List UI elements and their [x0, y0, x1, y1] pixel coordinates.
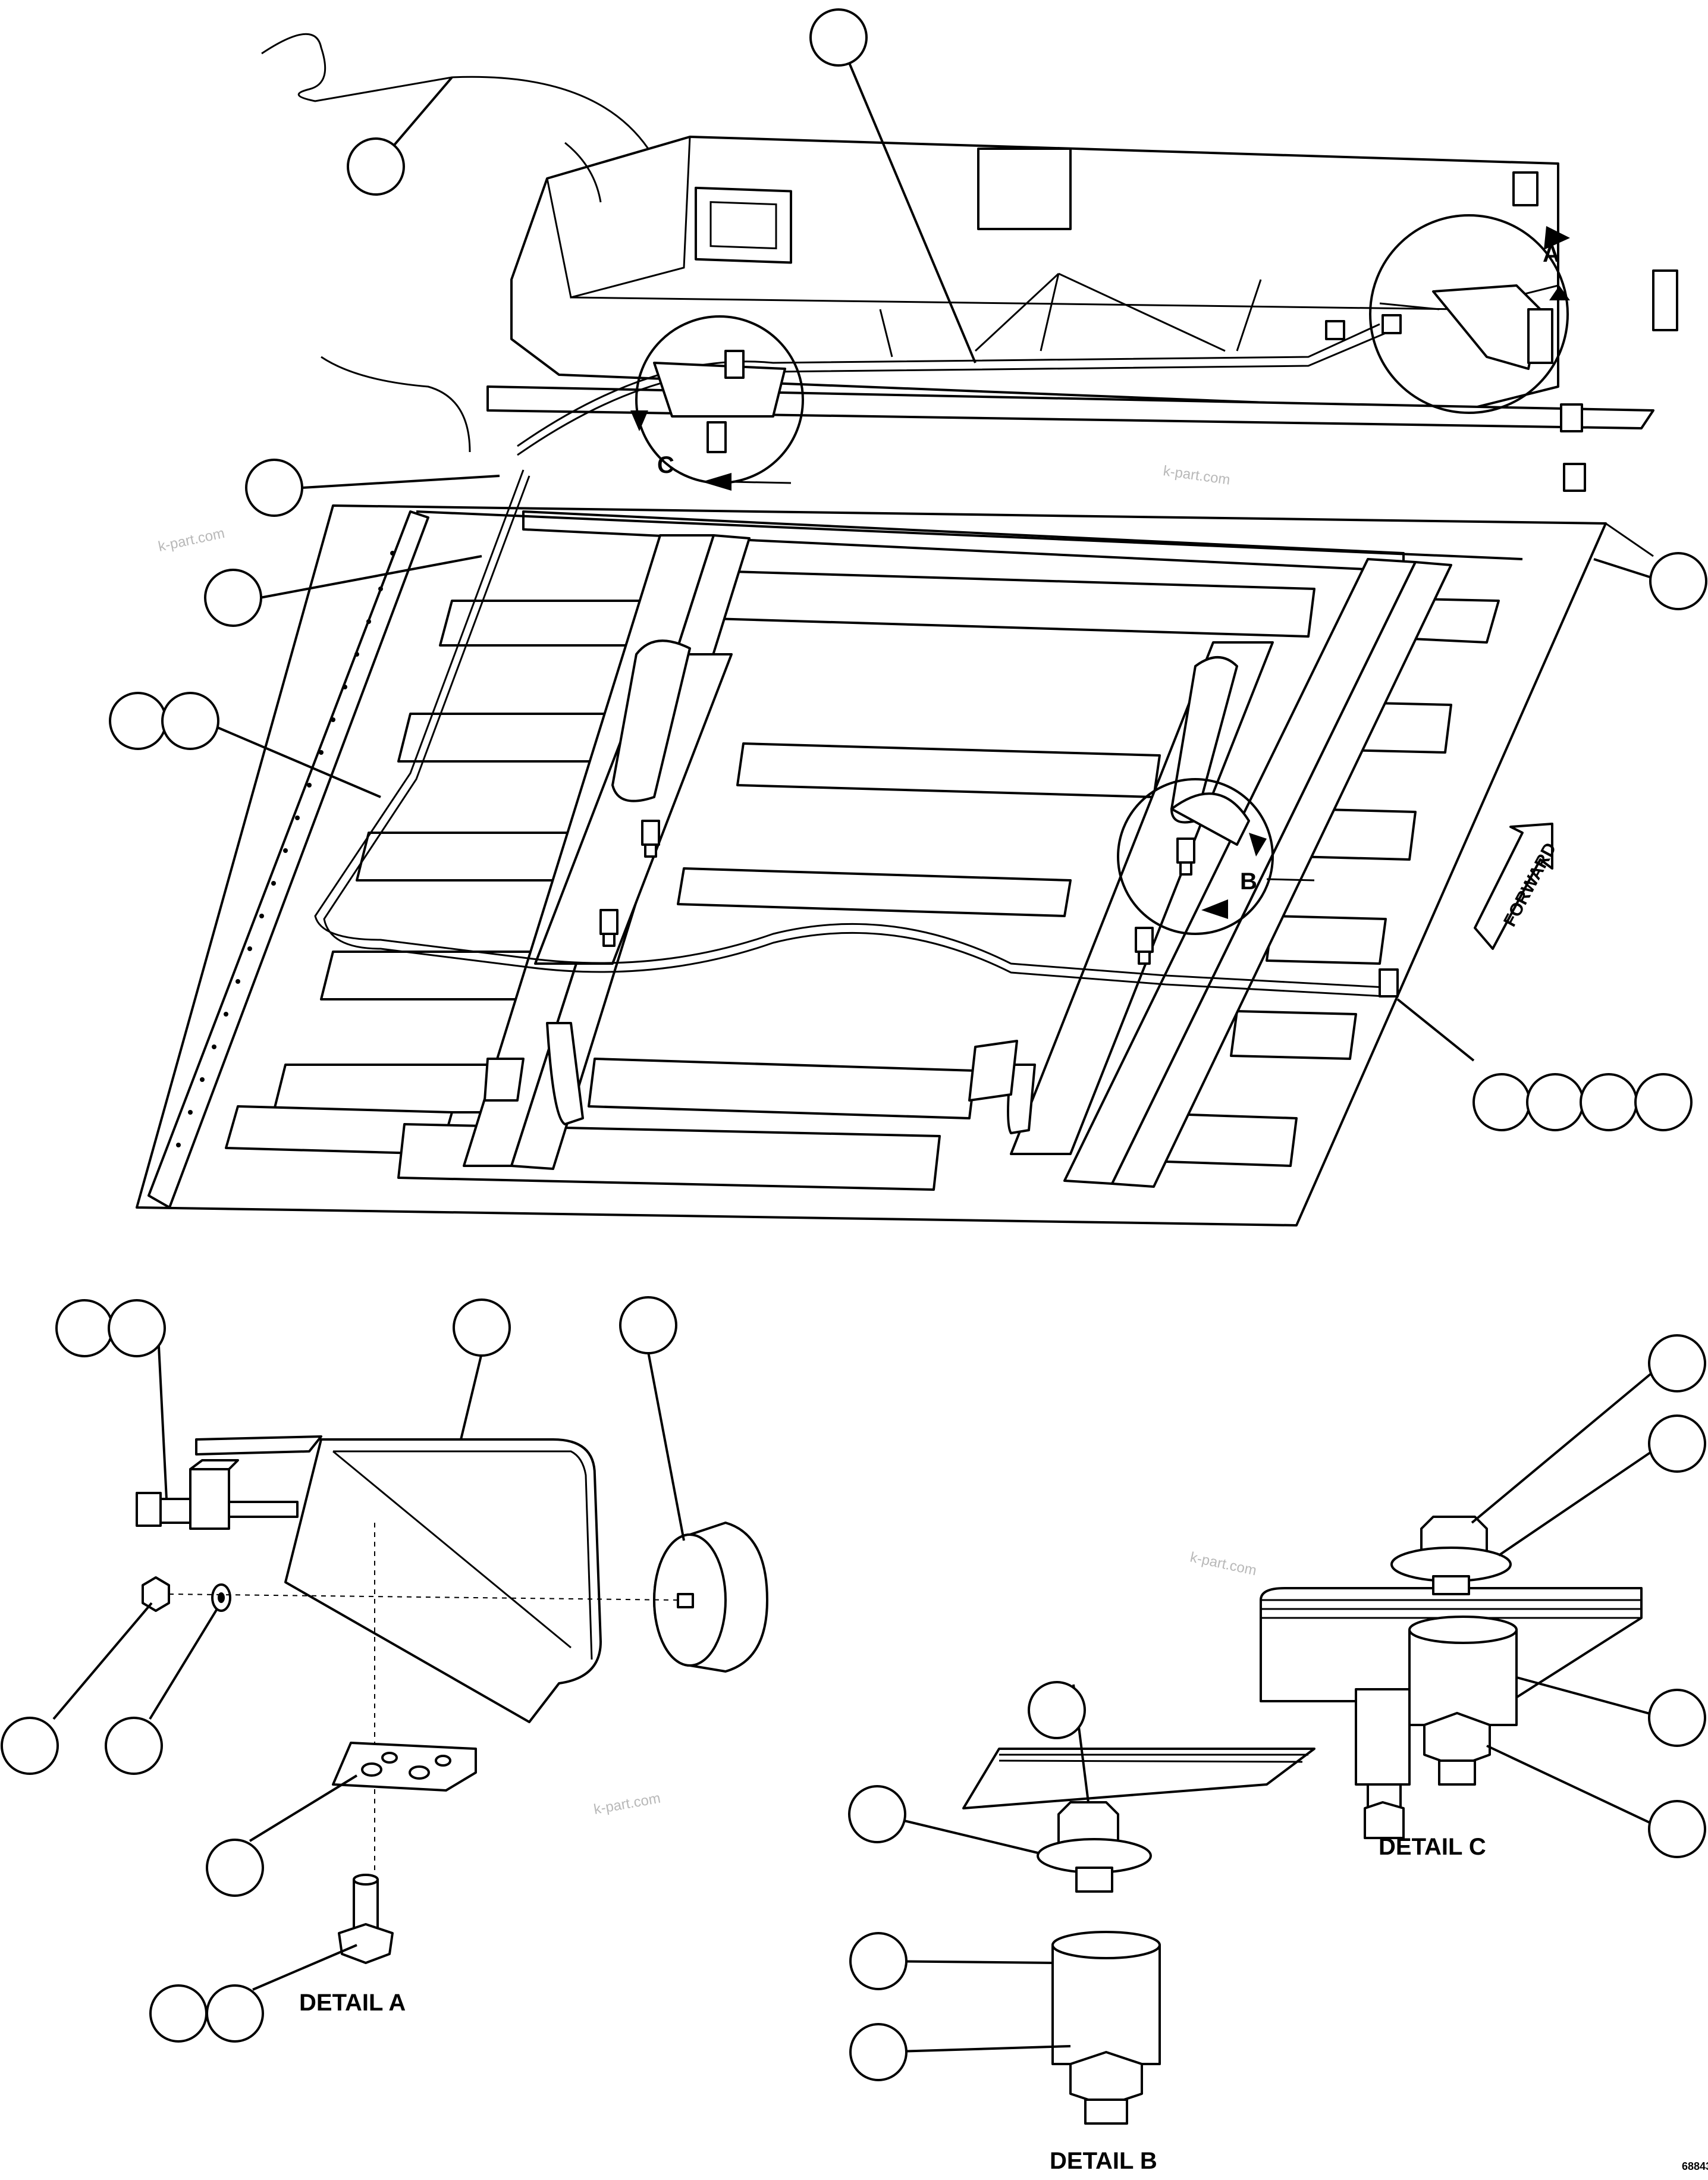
callout-balloon	[849, 1932, 908, 1990]
callout-balloon	[1648, 1414, 1706, 1473]
callout-balloon	[1028, 1681, 1086, 1739]
detail-c: DETAIL C	[1260, 1516, 1643, 1860]
callout-balloon	[453, 1298, 511, 1357]
callout-balloon	[1580, 1073, 1638, 1131]
callout-balloon	[849, 2023, 908, 2081]
callout-balloon	[204, 569, 262, 627]
detail-ring-b: B	[1117, 778, 1315, 935]
callout-balloon	[1649, 552, 1707, 610]
callouts	[1, 8, 1707, 2081]
figure-id: 68843	[1682, 2160, 1708, 2172]
callout-balloon	[619, 1296, 677, 1354]
forward-arrow-icon: FORWARD	[1474, 823, 1561, 950]
callout-balloon	[1, 1717, 59, 1775]
left-rail-holes	[176, 551, 395, 1147]
detail-ring-c: C	[630, 315, 804, 491]
grease-fittings	[599, 314, 1586, 998]
callout-balloon	[245, 459, 303, 517]
callout-balloon	[1648, 1689, 1706, 1747]
callout-balloon	[1526, 1073, 1584, 1131]
callout-balloon	[149, 1984, 208, 2043]
callout-balloon	[347, 137, 405, 196]
callout-balloon	[1648, 1334, 1706, 1392]
detail-a-title: DETAIL A	[299, 1990, 406, 2016]
watermark: k-part.com	[592, 1790, 661, 1818]
watermark: k-part.com	[157, 525, 226, 555]
callout-balloon	[206, 1984, 264, 2043]
detail-a: DETAIL A	[136, 1435, 768, 2016]
section-label-a: A	[1543, 241, 1560, 267]
callout-balloon	[1648, 1800, 1706, 1858]
callout-balloon	[161, 692, 219, 750]
callout-balloon	[108, 1299, 166, 1357]
callout-balloon	[105, 1717, 163, 1775]
callout-balloon	[206, 1839, 264, 1897]
detail-c-title: DETAIL C	[1379, 1834, 1486, 1860]
watermark: k-part.com	[1189, 1549, 1258, 1579]
section-label-b: B	[1240, 868, 1257, 895]
callout-balloon	[809, 8, 868, 67]
watermark: k-part.com	[1162, 463, 1231, 488]
callout-balloon	[109, 692, 167, 750]
detail-b: DETAIL B	[962, 1748, 1315, 2174]
callout-balloon	[1634, 1073, 1693, 1131]
section-label-c: C	[657, 452, 674, 478]
callout-balloon	[848, 1785, 906, 1843]
detail-b-title: DETAIL B	[1050, 2148, 1157, 2174]
callout-balloon	[55, 1299, 114, 1357]
callout-balloon	[1472, 1073, 1531, 1131]
main-assembly: A C B FORWARD	[136, 33, 1678, 1227]
detail-ring-a: A	[1369, 214, 1570, 414]
